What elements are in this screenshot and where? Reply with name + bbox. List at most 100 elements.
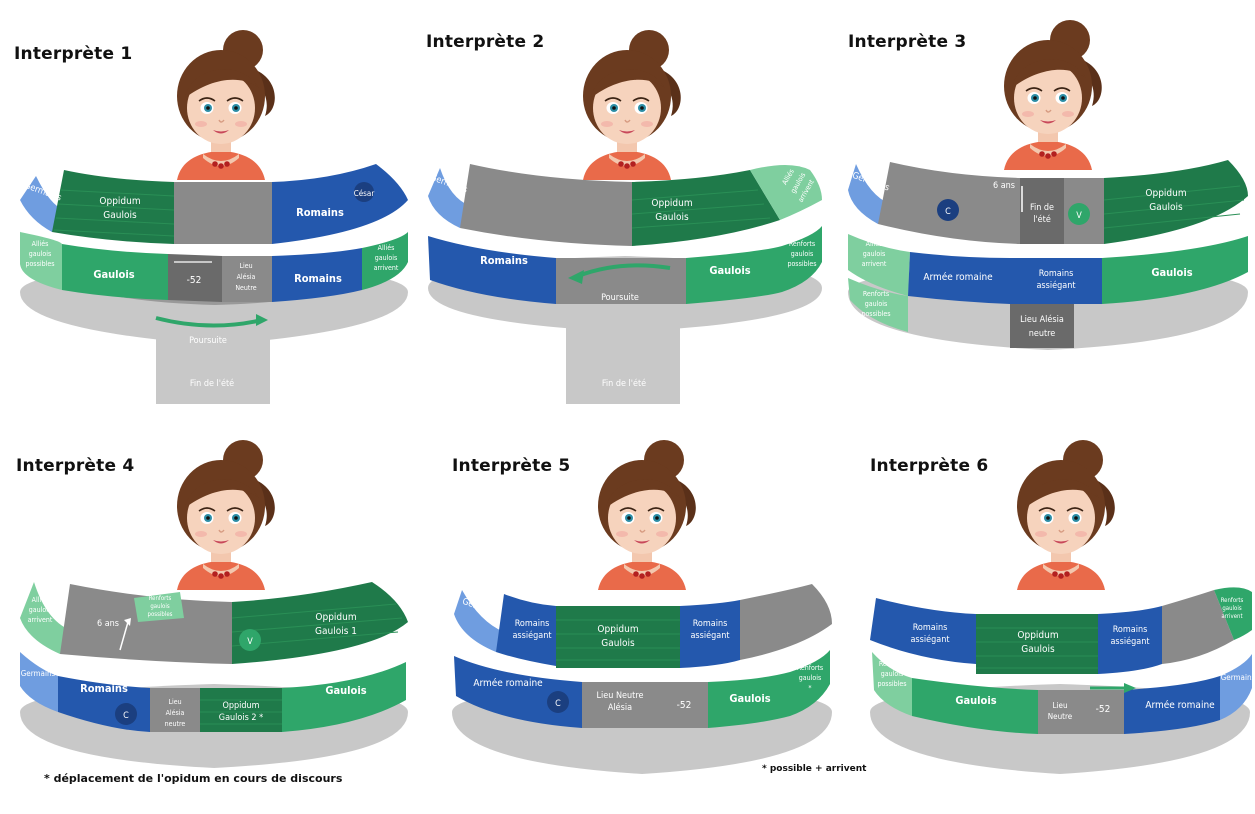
p6-renforts-label-a: Renforts (1221, 597, 1244, 604)
title-interprete-2: Interprète 2 (426, 32, 545, 52)
p5-c-badge: C (555, 699, 561, 709)
p6-romains1-label-a: Romains (913, 623, 948, 633)
p4-renforts-label-c: possibles (148, 611, 173, 618)
p6-romains1-label-b: assiégant (910, 634, 949, 645)
p1-cesar-label: César (354, 188, 375, 198)
p1-allies-label-b: gaulois (29, 250, 51, 258)
p4-germains-label: Germains (21, 669, 56, 678)
p6-renforts2-label-c: possibles (877, 680, 906, 688)
p2-renforts-label-b: gaulois (791, 250, 813, 258)
p3-renforts-label-a: Renforts (863, 290, 889, 298)
p5-renforts-label-c: * (808, 684, 811, 692)
p3-romains-label-a: Romains (1039, 269, 1074, 279)
p6-germains-label: Germains (1221, 673, 1255, 682)
p5-oppidum-label-a: Oppidum (597, 624, 638, 635)
p1-allies-label-c: possibles (25, 260, 54, 268)
interprete-5-figure (597, 439, 697, 591)
p5-romains2-label-a: Romains (693, 619, 728, 629)
p1-allies2-label-c: arrivent (374, 264, 399, 272)
p6-lieu-label-b: Neutre (1048, 712, 1073, 721)
p5-lieu-label-a: Lieu Neutre (597, 691, 644, 701)
p3-renforts-label-b: gaulois (865, 300, 887, 308)
p4-oppidum1-label-a: Oppidum (315, 612, 356, 623)
p1-lieu-label-a: Lieu (239, 262, 252, 270)
p2-oppidum-label-a: Oppidum (651, 198, 692, 209)
p4-oppidum1-label-b: Gaulois 1 (315, 626, 357, 637)
p6-poursuite-label: Poursuite (1063, 677, 1101, 687)
p3-v-badge: V (1076, 211, 1082, 221)
p5-gaulois-label: Gaulois (729, 692, 770, 705)
p1-romains-top-label: Romains (296, 206, 344, 219)
p4-renforts-label-b: gaulois (150, 603, 169, 610)
p6-minus52-label: -52 (1096, 704, 1111, 715)
p6-renforts2-label-a: Renforts (879, 660, 905, 668)
p5-romains2-label-b: assiégant (690, 630, 729, 641)
title-interprete-6: Interprète 6 (870, 456, 989, 476)
p3-allies-label-c: arrivent (862, 260, 887, 268)
p3-six-ans-label: 6 ans (993, 181, 1015, 191)
p4-allies-label-c: arrivent (28, 616, 53, 624)
p6-gaulois-label: Gaulois (955, 694, 996, 707)
p5-romains1-label-b: assiégant (512, 630, 551, 641)
footnote-opidum: * déplacement de l'opidum en cours de di… (44, 772, 343, 785)
p5-renforts-label-a: Renforts (797, 664, 823, 672)
p5-minus52-label: -52 (677, 700, 692, 711)
p4-lieu-label-c: neutre (165, 720, 186, 728)
p3-fin-label-a: Fin de (1030, 203, 1054, 213)
p4-renforts-label-a: Renforts (149, 595, 172, 602)
p1-poursuite-label: Poursuite (189, 336, 227, 346)
p6-armee-label: Armée romaine (1145, 699, 1215, 711)
p2-gaulois-label: Gaulois (709, 264, 750, 277)
p4-v-badge: V (247, 637, 253, 647)
interprete-1-diagram: Germains Oppidum Gaulois Romains César A… (20, 164, 408, 404)
p4-six-ans-label: 6 ans (97, 619, 119, 629)
interprete-4-figure (176, 439, 276, 591)
p4-c-badge: C (123, 711, 129, 721)
p3-fin-label-b: l'été (1033, 214, 1051, 225)
interprete-3-figure (1003, 19, 1103, 171)
p1-fin-ete-label: Fin de l'été (190, 378, 234, 389)
p3-lieu-label-a: Lieu Alésia (1020, 314, 1064, 325)
p2-renforts-label-a: Renforts (789, 240, 815, 248)
p1-allies-label-a: Alliés (32, 240, 49, 248)
p3-allies-label-b: gaulois (863, 250, 885, 258)
p4-romains-label: Romains (80, 682, 128, 695)
p5-armee-label: Armée romaine (473, 677, 543, 689)
title-interprete-3: Interprète 3 (848, 32, 967, 52)
interprete-4-diagram: Alliés gaulois arrivent 6 ans Renforts g… (20, 582, 408, 768)
p4-allies-label-a: Alliés (32, 596, 49, 604)
p6-renforts2-label-b: gaulois (881, 670, 903, 678)
p4-gaulois-label: Gaulois (325, 684, 366, 697)
interprete-6-figure (1016, 439, 1116, 591)
interprete-3-diagram: Germains 6 ans C Fin de l'été V Oppidum … (848, 160, 1248, 350)
p1-allies2-label-a: Alliés (378, 244, 395, 252)
p1-oppidum-label-a: Oppidum (99, 196, 140, 207)
p6-renforts-label-c: arrivent (1221, 613, 1242, 620)
p3-lieu-label-b: neutre (1029, 329, 1056, 339)
interprete-6-diagram: Romains assiégant Oppidum Gaulois Romain… (870, 587, 1255, 774)
p6-romains2-label-b: assiégant (1110, 636, 1149, 647)
p2-fin-ete-label: Fin de l'été (602, 378, 646, 389)
title-interprete-4: Interprète 4 (16, 456, 135, 476)
p6-renforts-label-b: gaulois (1222, 605, 1241, 612)
p1-oppidum-label-b: Gaulois (103, 210, 137, 221)
p1-romains-mid-label: Romains (294, 272, 342, 285)
interprete-2-figure (582, 29, 682, 181)
p2-romains-label: Romains (480, 254, 528, 267)
title-interprete-1: Interprète 1 (14, 44, 133, 64)
p3-romains-label-b: assiégant (1036, 280, 1075, 291)
interprete-2-diagram: Germains Oppidum Gaulois Alliés gaulois … (428, 164, 822, 404)
p3-allies-label-a: Alliés (866, 240, 883, 248)
p3-gaulois-label: Gaulois (1151, 266, 1192, 279)
p5-lieu-label-b: Alésia (608, 702, 632, 713)
p5-romains1-label-a: Romains (515, 619, 550, 629)
p6-romains2-label-a: Romains (1113, 625, 1148, 635)
footnote-possible-arrivent: * possible + arrivent (762, 764, 867, 774)
p2-oppidum-label-b: Gaulois (655, 212, 689, 223)
interprete-5-diagram: Germains Romains assiégant Oppidum Gaulo… (452, 584, 832, 774)
interprete-1-figure (176, 29, 276, 181)
p4-oppidum2-label-a: Oppidum (222, 701, 259, 711)
p6-oppidum-label-a: Oppidum (1017, 630, 1058, 641)
p1-allies2-label-b: gaulois (375, 254, 397, 262)
